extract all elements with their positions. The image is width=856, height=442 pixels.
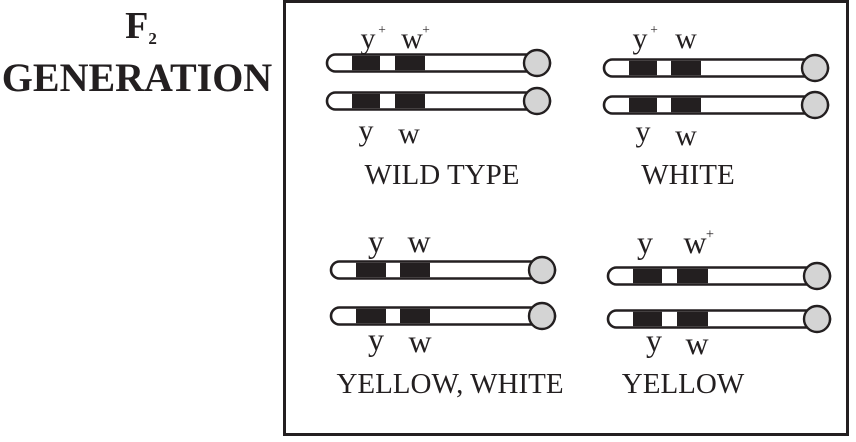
heading-subscript: 2 bbox=[148, 29, 157, 48]
allele-label: y bbox=[636, 115, 651, 148]
allele-label: y bbox=[637, 224, 653, 260]
gene-band bbox=[677, 311, 708, 327]
allele-label: y bbox=[361, 22, 376, 55]
allele-label: w bbox=[685, 325, 708, 361]
gene-band bbox=[633, 268, 662, 284]
allele-label: y bbox=[368, 223, 384, 259]
allele-label: y bbox=[633, 22, 648, 55]
gene-band bbox=[400, 308, 430, 324]
gene-band bbox=[677, 268, 708, 284]
centromere bbox=[800, 90, 830, 120]
allele-label: y bbox=[646, 322, 662, 358]
allele-plus-superscript: + bbox=[422, 22, 430, 37]
allele-label: w bbox=[675, 22, 697, 55]
gene-band bbox=[629, 60, 657, 76]
centromere bbox=[802, 304, 832, 334]
phenotype-label: YELLOW bbox=[622, 368, 745, 400]
gene-band bbox=[633, 311, 662, 327]
allele-label: y bbox=[359, 114, 374, 147]
allele-label: w bbox=[407, 223, 430, 259]
allele-label: w bbox=[401, 22, 423, 55]
gene-band bbox=[671, 60, 701, 76]
phenotype-label: YELLOW, WHITE bbox=[336, 368, 563, 400]
allele-plus-superscript: + bbox=[378, 22, 386, 37]
gene-band bbox=[352, 93, 380, 109]
centromere bbox=[522, 86, 552, 116]
allele-plus-superscript: + bbox=[650, 22, 658, 37]
phenotype-label: WILD TYPE bbox=[365, 159, 520, 191]
heading-f2: F2 bbox=[0, 4, 282, 61]
gene-band bbox=[400, 262, 430, 278]
gene-band bbox=[395, 55, 425, 71]
centromere bbox=[527, 255, 557, 285]
gene-band bbox=[629, 97, 657, 113]
gene-band bbox=[395, 93, 425, 109]
centromere bbox=[802, 261, 832, 291]
heading-f-letter: F bbox=[125, 5, 149, 47]
allele-label: y bbox=[368, 321, 384, 357]
gene-band bbox=[671, 97, 701, 113]
heading-generation: GENERATION bbox=[1, 55, 273, 100]
gene-band bbox=[356, 308, 386, 324]
allele-plus-superscript: + bbox=[706, 226, 714, 242]
centromere bbox=[800, 53, 830, 83]
gene-band bbox=[352, 55, 380, 71]
allele-label: w bbox=[398, 117, 420, 150]
phenotype-label: WHITE bbox=[641, 159, 734, 191]
centromere bbox=[527, 301, 557, 331]
diagram-frame bbox=[283, 0, 849, 436]
allele-label: w bbox=[683, 224, 706, 260]
centromere bbox=[522, 48, 552, 78]
allele-label: w bbox=[408, 323, 431, 359]
gene-band bbox=[356, 262, 386, 278]
allele-label: w bbox=[675, 119, 697, 152]
